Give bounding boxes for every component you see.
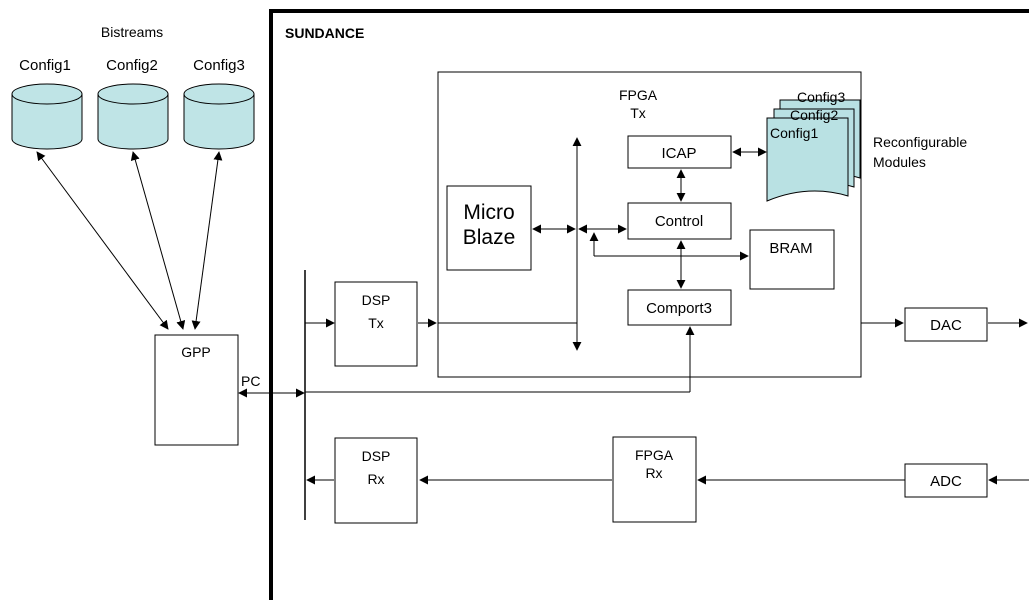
comport3-box [627, 289, 732, 326]
gpp-label: GPP [181, 344, 211, 360]
cylinder-icon [11, 94, 83, 150]
cylinder-top [11, 83, 83, 105]
microblaze-line1: Micro [463, 201, 514, 224]
config3-gpp-arrow [191, 151, 223, 330]
bram-label: BRAM [769, 240, 812, 257]
sundance-label: SUNDANCE [285, 25, 364, 41]
bitstream-config1: Config1 [11, 57, 83, 150]
dsp-tx-box [334, 281, 418, 367]
icap-label: ICAP [661, 145, 696, 162]
dsp-tx-line1: DSP [362, 292, 391, 308]
microblaze-box [446, 185, 532, 271]
dsp-rx-line1: DSP [362, 448, 391, 464]
reconfigurable-line1: Reconfigurable [873, 134, 967, 150]
fpga-tx-line2: Tx [630, 105, 646, 121]
fpga-rx-line2: Rx [645, 465, 662, 481]
cylinder-top [183, 83, 255, 105]
document-icon [766, 117, 849, 202]
control-label: Control [655, 213, 703, 230]
bitstream-label: Config2 [106, 57, 158, 74]
dsp-rx-box [334, 437, 418, 524]
fpga-tx-line1: FPGA [619, 87, 658, 103]
bram-box [749, 229, 835, 290]
config-doc-label: Config2 [790, 107, 838, 123]
config1-gpp-arrow [36, 151, 169, 330]
control-box [627, 202, 732, 240]
dsp-tx-line2: Tx [368, 315, 384, 331]
fpga-rx-line1: FPGA [635, 447, 674, 463]
pc-label: PC [241, 373, 260, 389]
reconfigurable-modules-stack: Config3 Config2 Config1 [766, 89, 861, 202]
config2-gpp-arrow [130, 151, 186, 330]
cylinder-top [97, 83, 169, 105]
bitstream-label: Config3 [193, 57, 245, 74]
fpga-rx-box [612, 436, 697, 523]
bitstream-config2: Config2 [97, 57, 169, 150]
sundance-border [269, 9, 1029, 600]
gpp-box [154, 334, 239, 446]
dsp-rx-line2: Rx [367, 471, 384, 487]
dac-box [904, 307, 988, 342]
reconfigurable-line2: Modules [873, 154, 926, 170]
bitstreams-title: Bistreams [101, 24, 163, 40]
dac-label: DAC [930, 317, 962, 334]
adc-label: ADC [930, 473, 962, 490]
comport3-label: Comport3 [646, 300, 712, 317]
bitstream-config3: Config3 [183, 57, 255, 150]
cylinder-icon [97, 94, 169, 150]
config-doc-label: Config1 [770, 125, 818, 141]
icap-box [627, 135, 732, 169]
cylinder-icon [183, 94, 255, 150]
microblaze-line2: Blaze [463, 226, 516, 249]
bitstream-label: Config1 [19, 57, 71, 74]
config-doc-label: Config3 [797, 89, 845, 105]
